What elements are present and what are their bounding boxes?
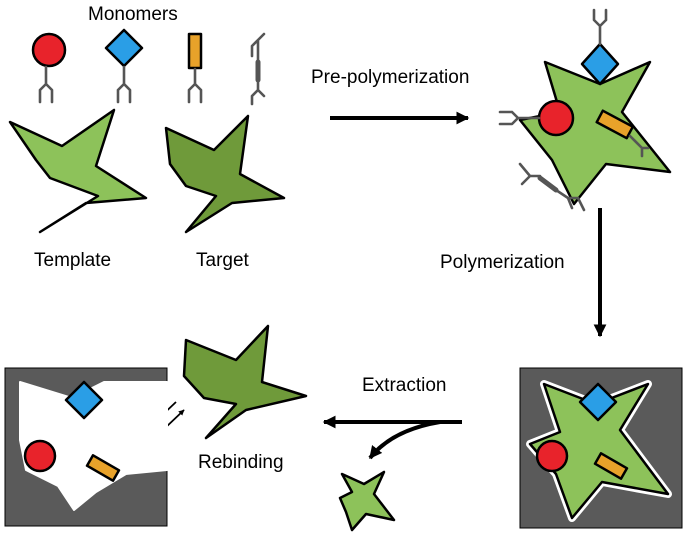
- polymerization-label: Polymerization: [440, 252, 565, 273]
- red-circle-monomer: [31, 32, 67, 104]
- rebinding-target-shape: [182, 324, 308, 440]
- imprinted-polymer: [4, 367, 168, 527]
- extraction-branch-arrow: [368, 420, 441, 460]
- template-shape: [8, 108, 148, 234]
- polymer-with-template: [519, 367, 683, 529]
- pre-polymerization-complex: [498, 8, 672, 212]
- extracted-template: [338, 470, 396, 532]
- template-label: Template: [34, 250, 111, 271]
- blue-diamond-monomer: [104, 28, 144, 104]
- crosslinker-monomer: [250, 32, 266, 106]
- extraction-label: Extraction: [362, 375, 446, 396]
- target-shape: [164, 114, 286, 234]
- pre-polymerization-label: Pre-polymerization: [311, 67, 469, 88]
- rebinding-label: Rebinding: [198, 452, 284, 473]
- monomers-label: Monomers: [88, 4, 178, 25]
- orange-rect-monomer: [187, 32, 203, 104]
- target-label: Target: [196, 250, 250, 271]
